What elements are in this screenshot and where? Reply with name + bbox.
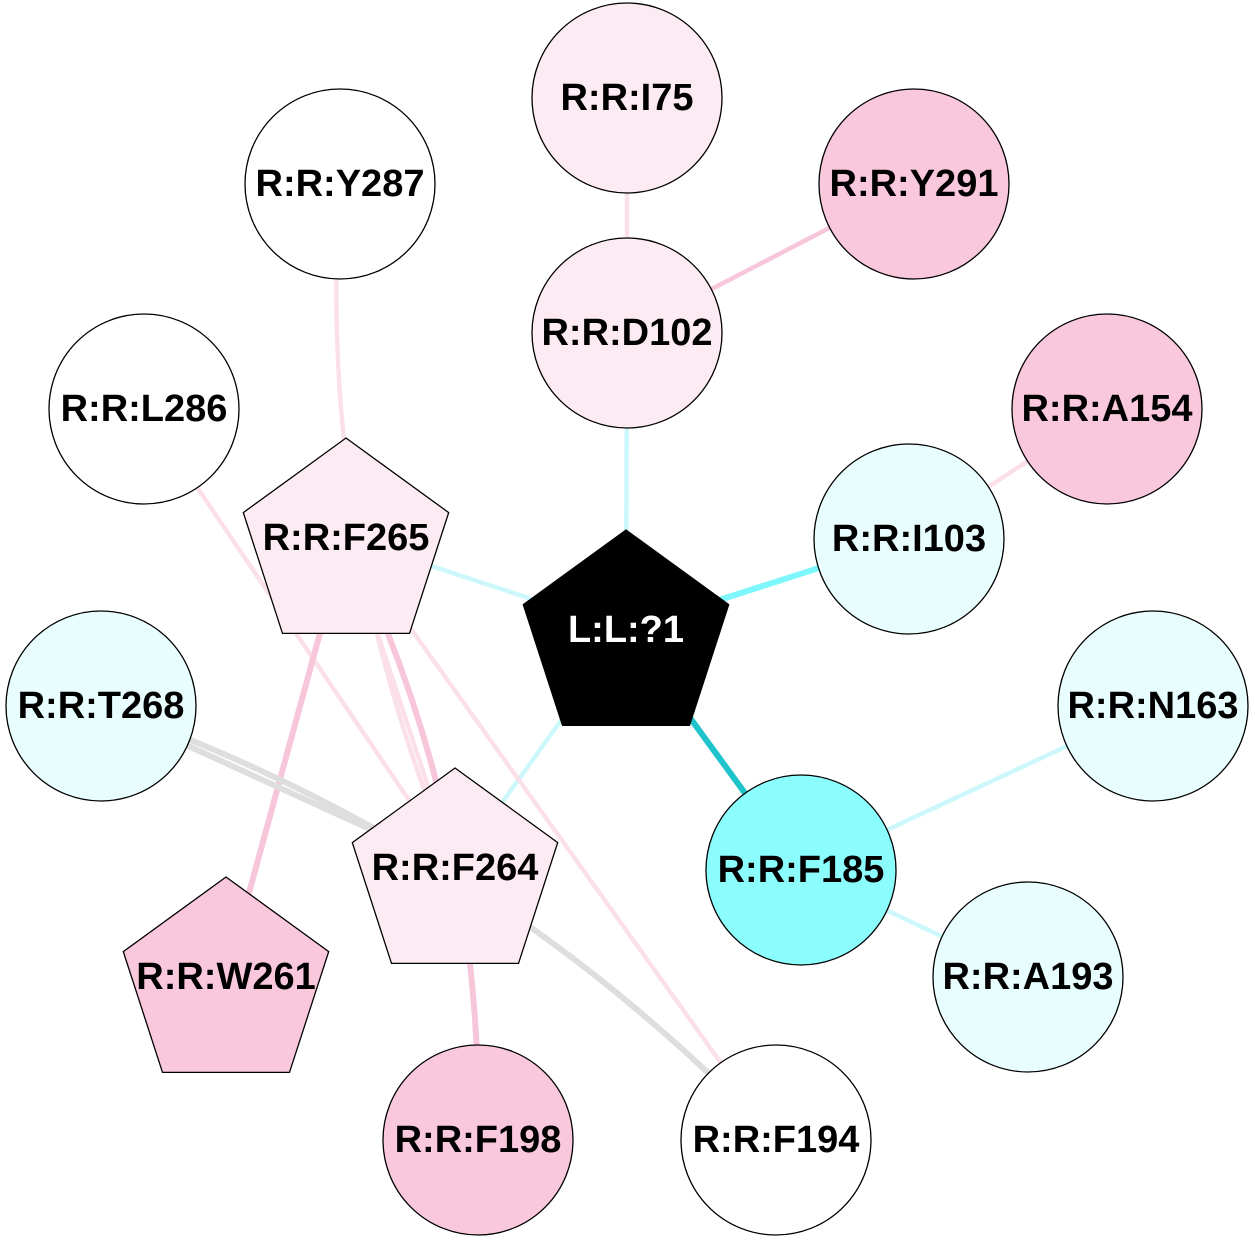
node-f198[interactable]: R:R:F198 — [382, 1044, 574, 1236]
node-f264-label: R:R:F264 — [372, 847, 539, 889]
node-f185-circle — [705, 774, 897, 966]
node-ligand[interactable]: L:L:?1 — [522, 529, 730, 727]
node-a154-label: R:R:A154 — [1021, 388, 1192, 430]
node-d102-circle — [531, 237, 723, 429]
node-t268-circle — [5, 610, 197, 802]
node-f185-label: R:R:F185 — [718, 849, 885, 891]
node-f194-label: R:R:F194 — [693, 1119, 860, 1161]
node-f194[interactable]: R:R:F194 — [680, 1044, 872, 1236]
node-y291[interactable]: R:R:Y291 — [818, 88, 1010, 280]
node-a193-label: R:R:A193 — [942, 956, 1113, 998]
node-a193[interactable]: R:R:A193 — [932, 881, 1124, 1073]
node-y287-circle — [244, 88, 436, 280]
node-l286[interactable]: R:R:L286 — [48, 313, 240, 505]
node-f265-label: R:R:F265 — [263, 517, 430, 559]
node-t268[interactable]: R:R:T268 — [5, 610, 197, 802]
node-f194-circle — [680, 1044, 872, 1236]
node-f185[interactable]: R:R:F185 — [705, 774, 897, 966]
node-i75-circle — [531, 2, 723, 194]
node-n163[interactable]: R:R:N163 — [1057, 610, 1249, 802]
node-i75-label: R:R:I75 — [560, 77, 693, 119]
node-ligand-pentagon — [522, 529, 730, 727]
node-f198-circle — [382, 1044, 574, 1236]
node-w261[interactable]: R:R:W261 — [122, 876, 330, 1074]
node-d102-label: R:R:D102 — [541, 312, 712, 354]
node-f198-label: R:R:F198 — [395, 1119, 562, 1161]
node-i103-circle — [813, 443, 1005, 635]
edge-f265-f194 — [343, 535, 779, 1143]
node-a154[interactable]: R:R:A154 — [1011, 313, 1203, 505]
node-t268-label: R:R:T268 — [18, 685, 185, 727]
node-l286-circle — [48, 313, 240, 505]
node-f264-pentagon — [351, 767, 559, 965]
node-y287[interactable]: R:R:Y287 — [244, 88, 436, 280]
node-w261-label: R:R:W261 — [136, 956, 315, 998]
node-a154-circle — [1011, 313, 1203, 505]
node-d102[interactable]: R:R:D102 — [531, 237, 723, 429]
node-ligand-label: L:L:?1 — [568, 609, 684, 651]
node-n163-label: R:R:N163 — [1067, 685, 1238, 727]
node-i75[interactable]: R:R:I75 — [531, 2, 723, 194]
node-i103-label: R:R:I103 — [832, 518, 986, 560]
node-f264[interactable]: R:R:F264 — [351, 767, 559, 965]
node-l286-label: R:R:L286 — [61, 388, 228, 430]
node-n163-circle — [1057, 610, 1249, 802]
node-w261-pentagon — [122, 876, 330, 1074]
node-i103[interactable]: R:R:I103 — [813, 443, 1005, 635]
node-y291-label: R:R:Y291 — [830, 163, 999, 205]
node-a193-circle — [932, 881, 1124, 1073]
node-f265-pentagon — [242, 437, 450, 635]
node-y291-circle — [818, 88, 1010, 280]
node-f265[interactable]: R:R:F265 — [242, 437, 450, 635]
node-y287-label: R:R:Y287 — [256, 163, 425, 205]
